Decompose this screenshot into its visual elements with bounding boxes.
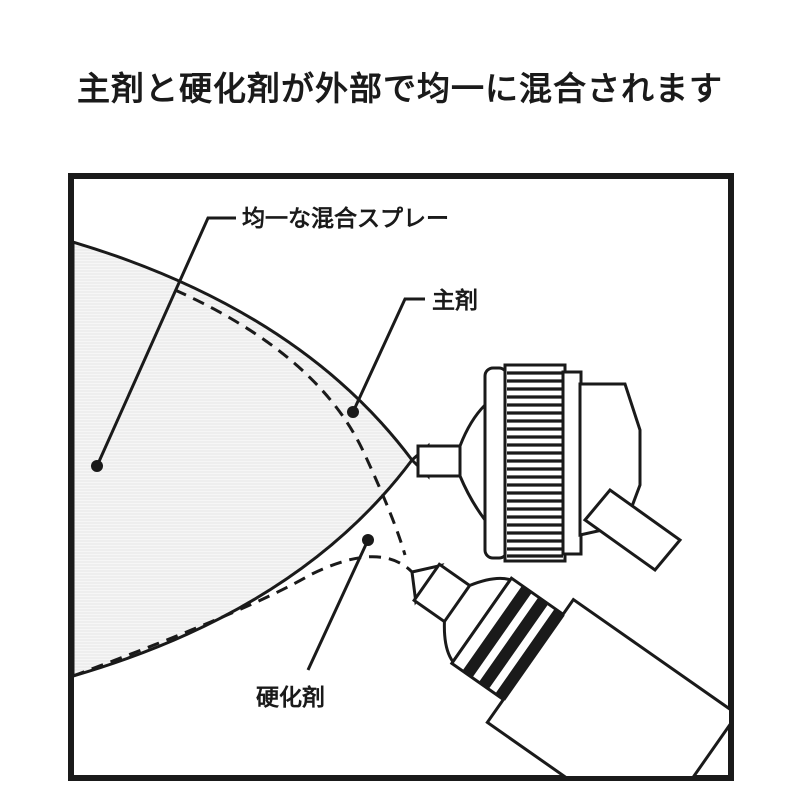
main-agent-knurl (507, 371, 563, 558)
callout-hardener (306, 534, 374, 671)
callout-uniform-spray (91, 216, 236, 472)
callout-dot (91, 460, 103, 472)
label-hardener: 硬化剤 (256, 684, 325, 711)
label-uniform-spray: 均一な混合スプレー (242, 205, 449, 232)
hardener-gun (410, 562, 729, 776)
hardener-flow-line (73, 555, 414, 678)
callout-dot (362, 534, 374, 546)
hardener-bands (462, 585, 565, 701)
label-main-agent: 主剤 (432, 287, 478, 314)
callout-dot (347, 406, 359, 418)
callout-main-agent (347, 297, 425, 418)
main-agent-flow-line (174, 288, 407, 556)
page-title: 主剤と硬化剤が外部で均一に混合されます (77, 69, 723, 108)
